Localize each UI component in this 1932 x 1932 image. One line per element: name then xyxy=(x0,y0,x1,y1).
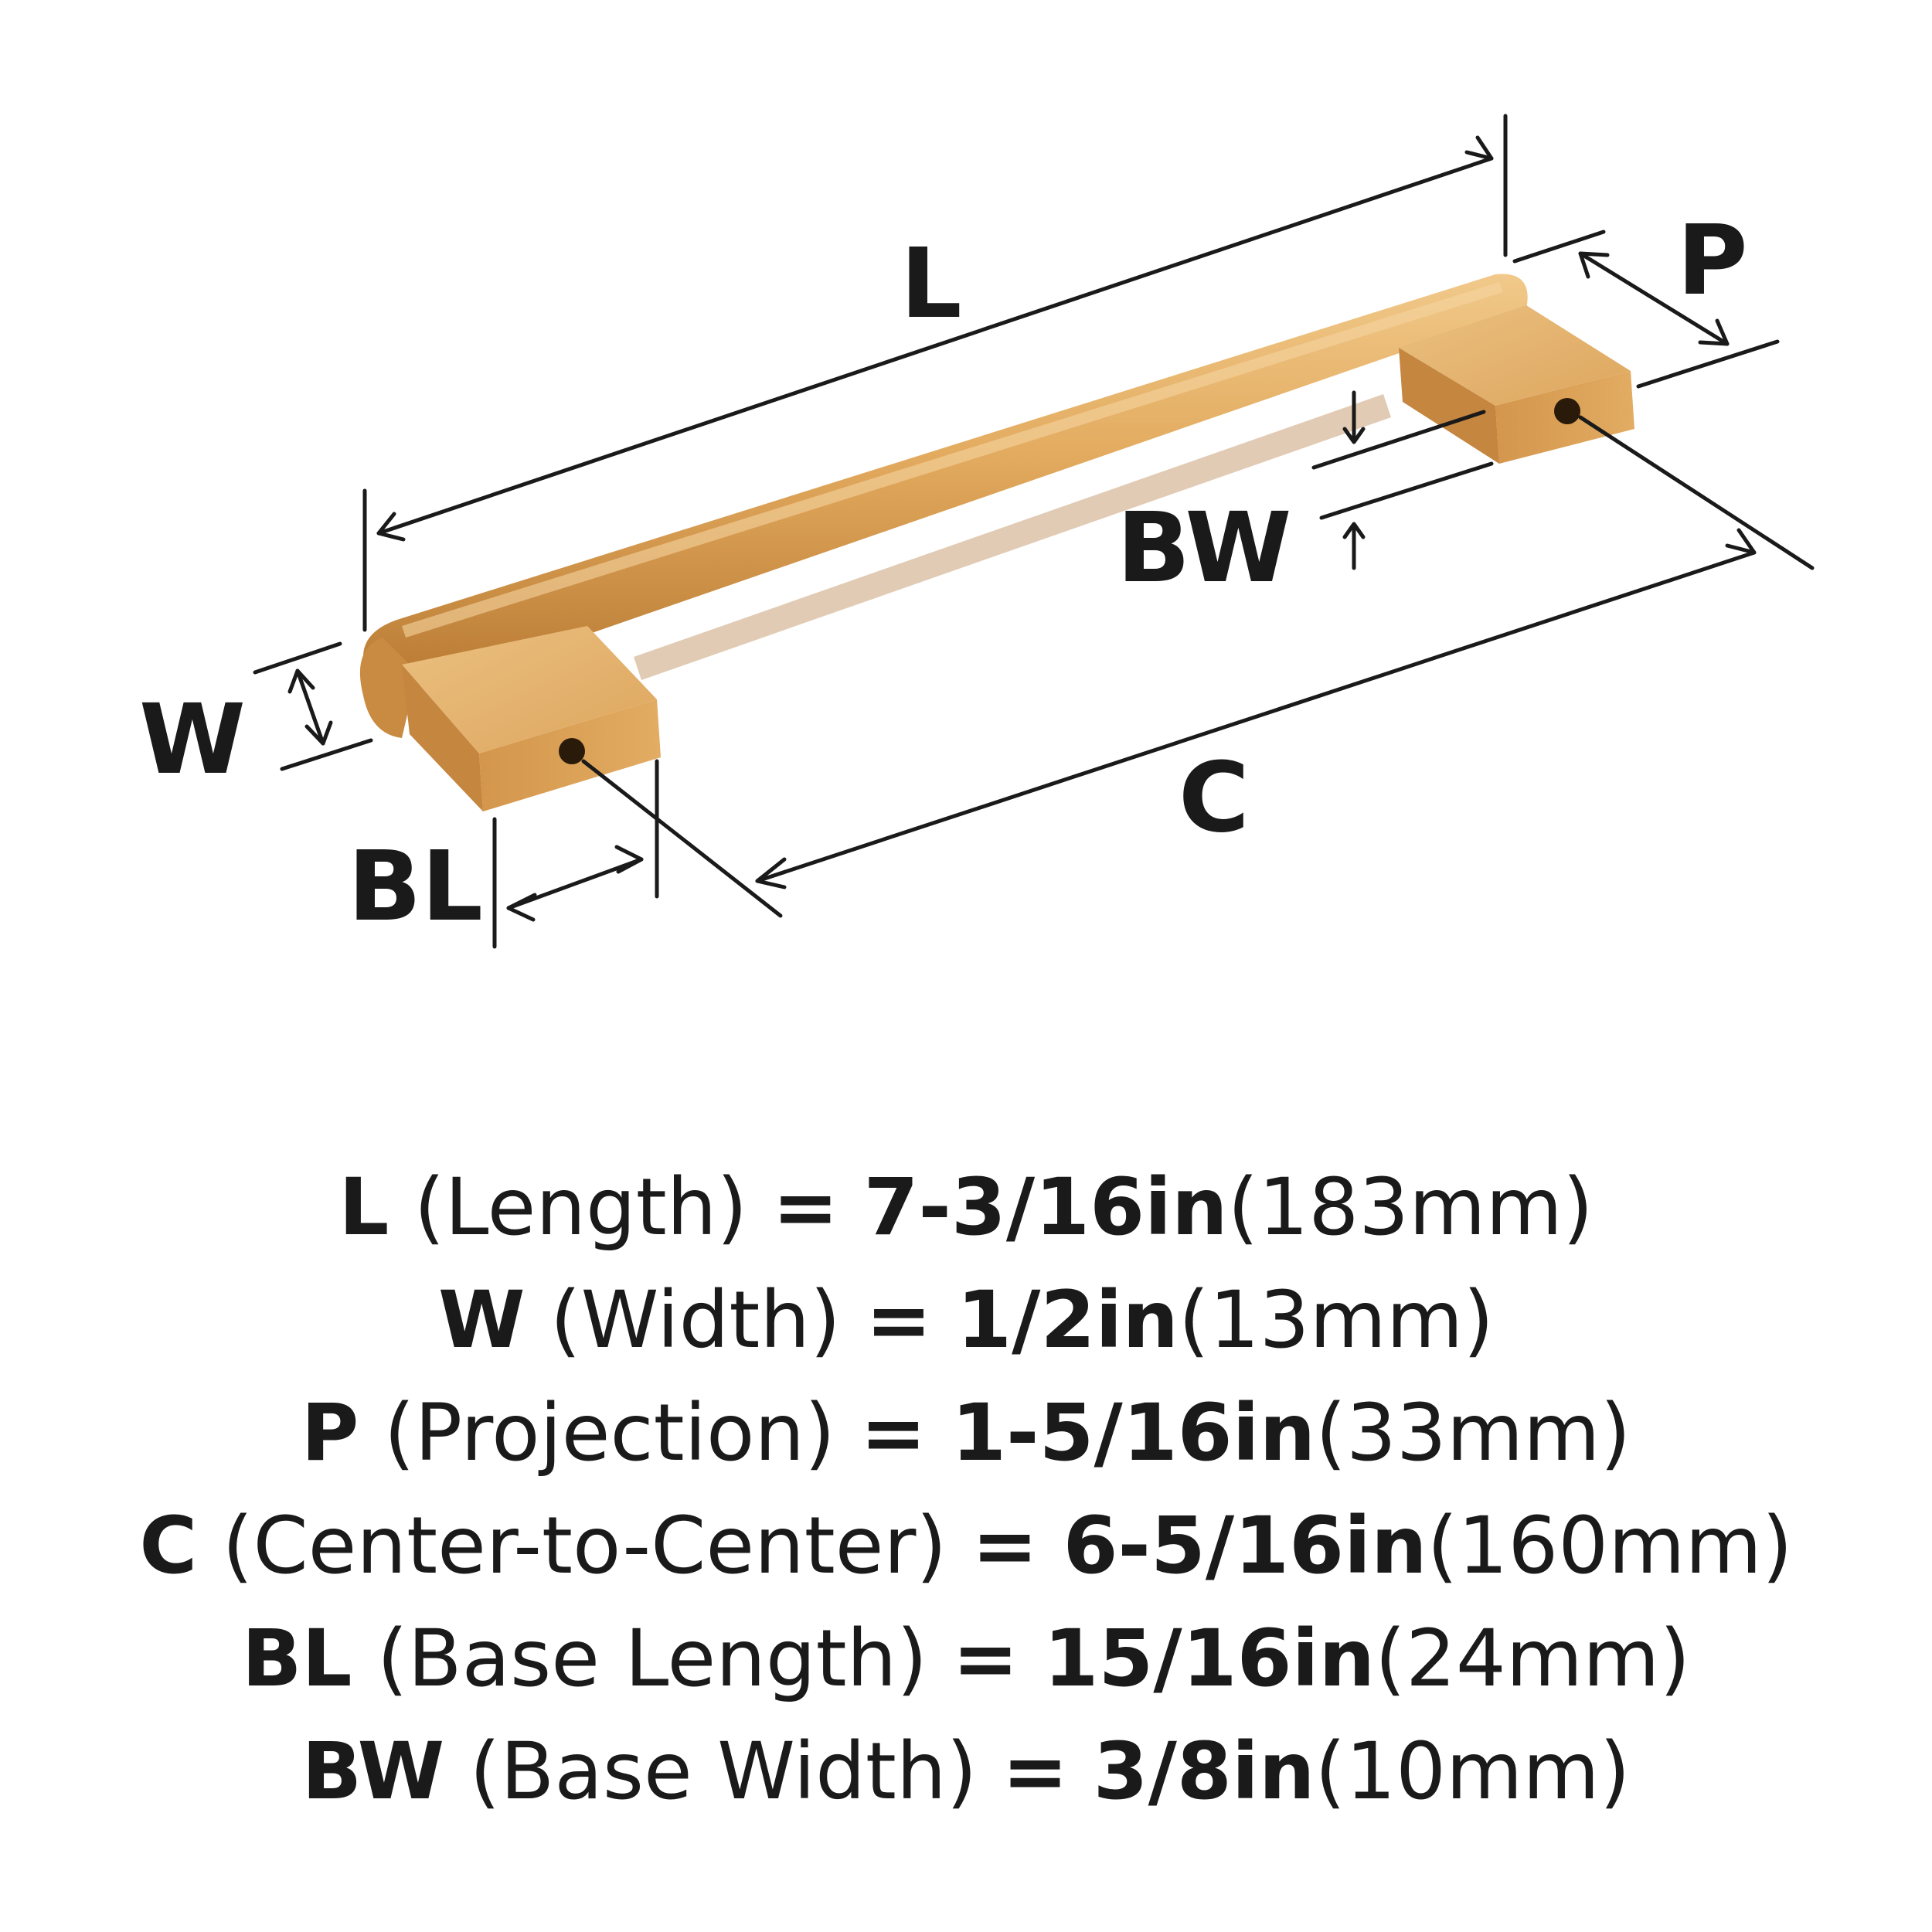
spec-imperial: 1-5/16in xyxy=(951,1387,1316,1479)
right-screw-hole xyxy=(1554,398,1580,424)
spec-name: (Center-to-Center) xyxy=(222,1500,947,1592)
spec-code: P xyxy=(301,1387,359,1479)
spec-metric: (183mm) xyxy=(1227,1162,1594,1253)
spec-name: (Base Width) xyxy=(469,1726,978,1818)
spec-metric: (160mm) xyxy=(1427,1500,1793,1592)
spec-name: (Length) xyxy=(413,1162,748,1253)
handle-left-end-cap xyxy=(359,638,417,738)
spec-imperial: 1/2in xyxy=(957,1274,1179,1366)
spec-equals: = xyxy=(1002,1726,1069,1818)
cabinet-pull-handle xyxy=(359,274,1634,811)
spec-imperial: 7-3/16in xyxy=(863,1162,1228,1253)
spec-imperial: 6-5/16in xyxy=(1063,1500,1427,1592)
dimension-specs-list: L (Length) = 7-3/16in(183mm) W (Width) =… xyxy=(0,1151,1932,1828)
spec-base-width: BW (Base Width) = 3/8in(10mm) xyxy=(0,1716,1932,1828)
spec-base-length: BL (Base Length) = 15/16in(24mm) xyxy=(0,1603,1932,1716)
label-BL: BL xyxy=(348,831,483,943)
label-L: L xyxy=(900,228,962,340)
spec-projection: P (Projection) = 1-5/16in(33mm) xyxy=(0,1377,1932,1490)
spec-metric: (33mm) xyxy=(1315,1387,1631,1479)
left-base-block xyxy=(402,626,661,811)
spec-metric: (10mm) xyxy=(1315,1726,1631,1818)
label-BW: BW xyxy=(1117,492,1291,604)
spec-equals: = xyxy=(860,1387,927,1479)
handle-bar-highlight xyxy=(402,282,1503,638)
spec-imperial: 15/16in xyxy=(1043,1613,1376,1705)
spec-code: W xyxy=(437,1274,526,1366)
spec-imperial: 3/8in xyxy=(1093,1726,1315,1818)
spec-center-to-center: C (Center-to-Center) = 6-5/16in(160mm) xyxy=(0,1490,1932,1603)
spec-length: L (Length) = 7-3/16in(183mm) xyxy=(0,1151,1932,1264)
spec-equals: = xyxy=(952,1613,1019,1705)
handle-bar xyxy=(363,274,1528,686)
right-base-block xyxy=(1399,305,1634,464)
spec-width: W (Width) = 1/2in(13mm) xyxy=(0,1264,1932,1377)
spec-code: BW xyxy=(301,1726,445,1818)
spec-name: (Width) xyxy=(549,1274,841,1366)
spec-code: BL xyxy=(241,1613,352,1705)
left-screw-hole xyxy=(559,738,585,764)
label-C: C xyxy=(1179,742,1250,854)
handle-dimension-diagram: L P BW W C BL xyxy=(139,114,1815,949)
handle-bar-shadow xyxy=(634,394,1391,680)
spec-equals: = xyxy=(971,1500,1039,1592)
spec-metric: (13mm) xyxy=(1178,1274,1495,1366)
spec-name: (Base Length) xyxy=(376,1613,928,1705)
label-P: P xyxy=(1677,205,1748,317)
dimension-lines xyxy=(253,114,1815,949)
spec-code: L xyxy=(338,1162,389,1253)
label-W: W xyxy=(139,684,246,796)
spec-equals: = xyxy=(772,1162,839,1253)
spec-name: (Projection) xyxy=(383,1387,835,1479)
spec-equals: = xyxy=(866,1274,932,1366)
spec-metric: (24mm) xyxy=(1375,1613,1691,1705)
spec-code: C xyxy=(139,1500,198,1592)
